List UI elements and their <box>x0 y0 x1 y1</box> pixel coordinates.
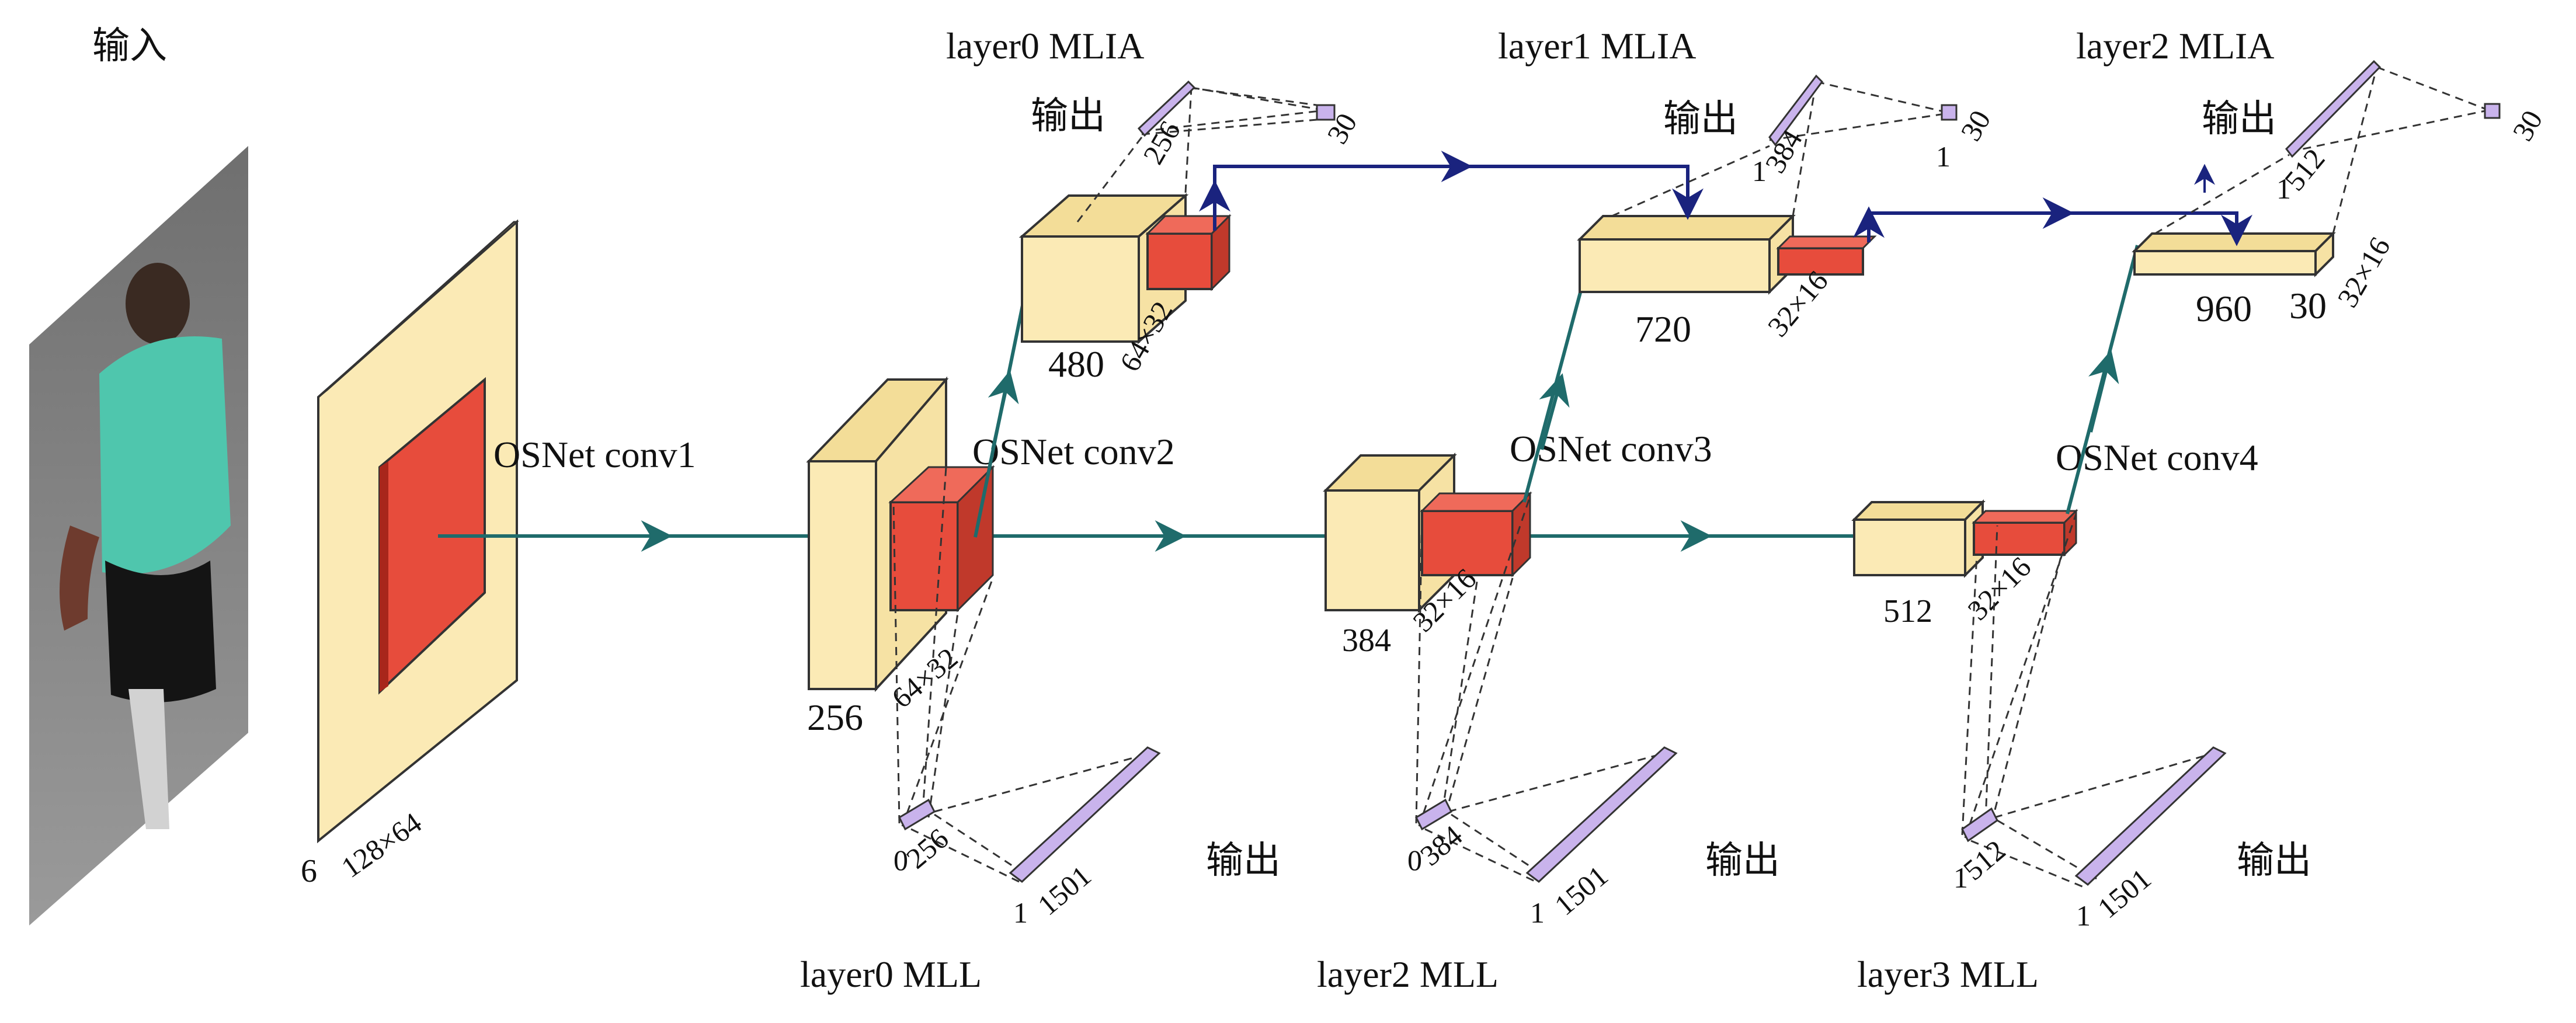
mlia2-out-dim: 30 <box>2506 105 2549 146</box>
conv1-channels: 6 <box>301 853 317 889</box>
mlia0-output-label: 输出 <box>1031 95 1106 137</box>
mll3-vec-lead: 1 <box>1953 861 1968 894</box>
conv1-stage-label: OSNet conv1 <box>493 434 696 475</box>
mlia2-size: 32×16 <box>2331 231 2397 312</box>
mll0-title: layer0 MLL <box>800 954 982 995</box>
mll0-vec-lead: 0 <box>894 844 908 876</box>
input-label: 输入 <box>92 25 167 67</box>
mll2-out-dim: 1501 <box>1548 859 1614 921</box>
mlia2-output-label: 输出 <box>2202 98 2276 140</box>
conv3-channels: 384 <box>1342 622 1391 659</box>
mlia1-out-dim: 30 <box>1954 105 1997 146</box>
conv2-stage-label: OSNet conv2 <box>972 431 1175 472</box>
mlia1-channels: 720 <box>1635 308 1691 350</box>
mll2-out-lead: 1 <box>1530 896 1545 929</box>
mll0-output-label: 输出 <box>1206 840 1281 881</box>
mlia2-extra: 30 <box>2289 285 2327 326</box>
conv4-stage-label: OSNet conv4 <box>2056 437 2258 478</box>
input-person-image <box>29 146 248 925</box>
conv4-channels: 512 <box>1883 593 1932 629</box>
conv2-feature-block <box>806 376 995 693</box>
mlia2-title: layer2 MLIA <box>2076 25 2274 67</box>
mlia1-vec-lead: 1 <box>1752 155 1767 187</box>
mll2-title: layer2 MLL <box>1317 954 1499 995</box>
mll0-output-vectors <box>892 467 1161 883</box>
mll3-output-vectors <box>1961 513 2227 889</box>
mll2-output-label: 输出 <box>1705 840 1780 881</box>
mlia2-channels: 960 <box>2196 288 2252 329</box>
mlia2-feature-block <box>2132 231 2336 277</box>
mll3-output-label: 输出 <box>2237 840 2311 881</box>
mll0-vec-dim: 256 <box>900 822 954 875</box>
conv4-feature-block <box>1851 499 2078 578</box>
mlia1-out-lead: 1 <box>1936 140 1951 173</box>
mlia1-output-label: 输出 <box>1663 98 1738 140</box>
mlia0-feature-block <box>1018 193 1232 345</box>
mll0-out-lead: 1 <box>1013 896 1028 929</box>
conv2-channels: 256 <box>807 697 863 738</box>
mlia0-output-vectors <box>1076 80 1336 222</box>
mll2-output-vectors <box>1415 496 1678 883</box>
mlia0-channels: 480 <box>1048 343 1104 385</box>
mlia0-title: layer0 MLIA <box>946 25 1144 67</box>
mlia2-vec-lead: 1 <box>2276 172 2291 205</box>
conv1-size: 128×64 <box>335 806 427 884</box>
mll3-title: layer3 MLL <box>1857 954 2039 995</box>
mll3-out-lead: 1 <box>2076 899 2091 932</box>
attention-flow-arrows <box>1199 151 2252 246</box>
mll2-vec-lead: 0 <box>1407 844 1422 876</box>
mll0-out-dim: 1501 <box>1031 859 1097 921</box>
conv1-feature-block <box>317 219 519 844</box>
mlia1-title: layer1 MLIA <box>1498 25 1696 67</box>
mlia1-output-vectors <box>1611 74 1958 217</box>
conv3-feature-block <box>1323 453 1532 613</box>
mlia2-output-vectors <box>2154 60 2501 235</box>
mlia1-feature-block <box>1577 213 1877 295</box>
